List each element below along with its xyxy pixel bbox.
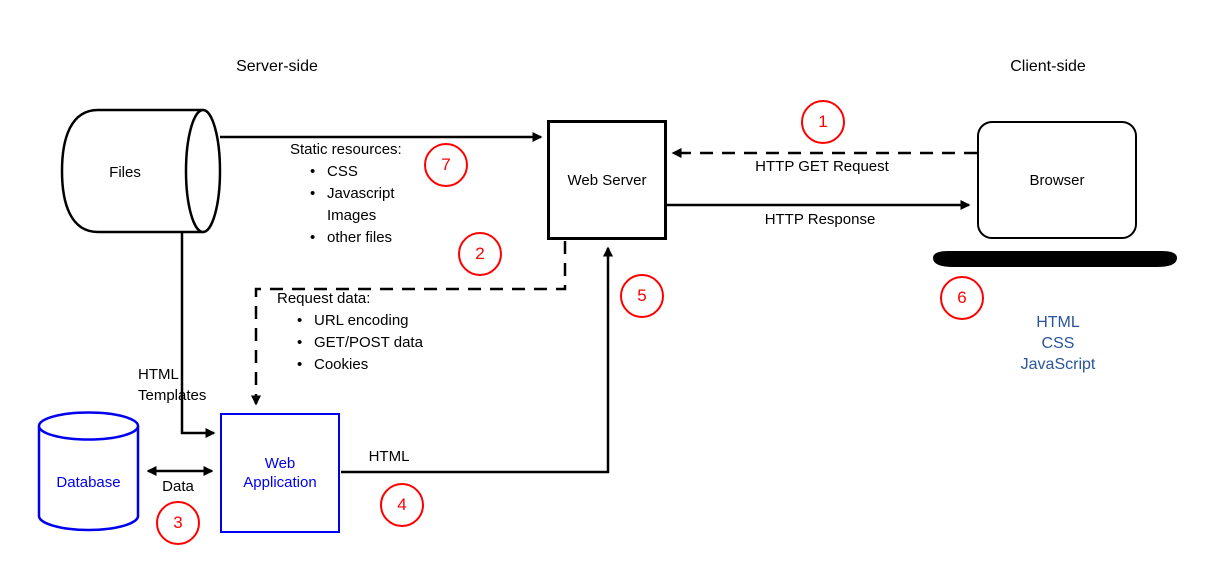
client-stack-line: JavaScript [1020,356,1096,373]
step-marker-4: 4 [380,483,424,527]
bullet-icon: • [310,163,316,180]
browser-node: Browser [977,121,1137,239]
note-item: •CSS [290,161,402,183]
files-node-label: Files [109,163,141,181]
client-stack-note: HTML CSS JavaScript [988,312,1128,375]
database-cylinder-shape [37,411,140,532]
static-resources-note: Static resources: •CSS •Javascript Image… [290,139,402,249]
arrow-files-to-webapp [180,232,216,438]
note-item: •other files [290,227,402,249]
bullet-icon: • [310,229,316,246]
web-application-label: Web Application [243,455,317,491]
note-item: •URL encoding [277,310,423,332]
bullet-icon: • [310,185,316,202]
database-node-label: Database [56,473,121,491]
step-marker-2: 2 [458,232,502,276]
client-stack-line: HTML [1036,314,1080,331]
data-edge-label: Data [162,478,194,495]
note-item: •GET/POST data [277,332,423,354]
browser-label: Browser [1029,171,1085,189]
bullet-icon: • [297,356,303,373]
note-item: Images [327,207,377,224]
html-edge-label: HTML [368,448,410,465]
step-marker-6: 6 [940,276,984,320]
static-resources-title: Static resources: [290,141,402,158]
arrow-webserver-to-webapp-dashed [251,241,567,406]
server-side-label: Server-side [236,58,318,75]
client-side-label: Client-side [1010,58,1086,75]
step-marker-7: 7 [424,143,468,187]
html-templates-label: HTML Templates [138,366,207,404]
web-application-node: Web Application [220,413,340,533]
step-marker-5: 5 [620,274,664,318]
files-cylinder-shape [60,108,222,234]
web-server-node: Web Server [547,120,667,240]
step-marker-3: 3 [156,501,200,545]
http-get-request-label: HTTP GET Request [755,158,889,175]
step-marker-1: 1 [801,100,845,144]
request-data-title: Request data: [277,290,371,307]
bullet-icon: • [297,334,303,351]
web-server-label: Web Server [567,171,647,189]
client-stack-line: CSS [1041,335,1075,352]
http-response-label: HTTP Response [764,211,876,228]
request-data-note: Request data: •URL encoding •GET/POST da… [277,288,423,376]
note-item: •Cookies [277,354,423,376]
bullet-icon: • [297,312,303,329]
note-item: •Javascript [290,183,402,205]
arrow-webapp-to-webserver [341,246,613,474]
laptop-base-shape [933,251,1177,267]
